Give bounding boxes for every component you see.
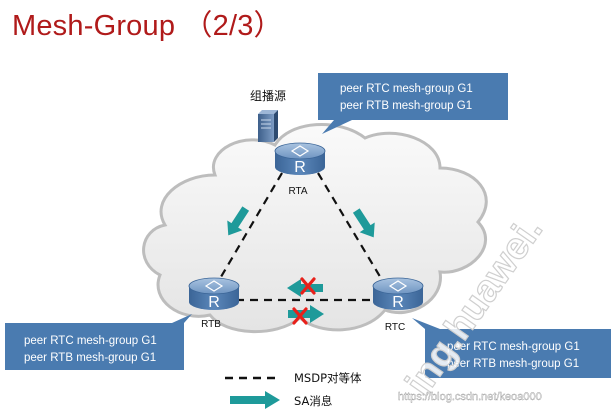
legend-sa-label: SA消息 (294, 394, 332, 408)
callout-rtb-line-1: peer RTC mesh-group G1 (24, 335, 157, 347)
source-label: 组播源 (250, 89, 286, 103)
legend: MSDP对等体 SA消息 (225, 371, 362, 409)
callout-rtb-line-2: peer RTB mesh-group G1 (24, 352, 156, 364)
blocked-x-icon (292, 307, 308, 325)
callout-rtc-line-1: peer RTC mesh-group G1 (447, 341, 580, 353)
peer-link-rta-rtb (217, 172, 283, 283)
legend-peer-label: MSDP对等体 (294, 371, 362, 385)
peer-link-rta-rtc (317, 172, 383, 281)
callout-rtc: peer RTC mesh-group G1 peer RTB mesh-gro… (412, 318, 611, 378)
router-label-rtb: RTB (201, 319, 221, 330)
sa-arrows (227, 206, 375, 323)
sa-arrow-rta-to-rtc (352, 208, 375, 238)
callout-rtb: peer RTC mesh-group G1 peer RTB mesh-gro… (5, 314, 192, 370)
callout-rta-line-2: peer RTB mesh-group G1 (340, 100, 472, 112)
multicast-source-server-icon (258, 110, 278, 142)
router-icon-letter: R (392, 294, 404, 311)
router-label-rta: RTA (288, 186, 307, 197)
blocked-x-icon (300, 277, 316, 295)
peer-links (217, 172, 383, 302)
router-rtb: R (188, 277, 240, 311)
callout-rta: peer RTC mesh-group G1 peer RTB mesh-gro… (318, 73, 508, 134)
router-rta: R (274, 142, 326, 176)
legend-sa-arrow-icon (230, 391, 280, 409)
sa-arrow-rta-to-rtb (227, 206, 250, 236)
page-title: Mesh-Group （2/3） (12, 10, 283, 42)
watermark-blog: https://blog.csdn.net/keoa000 (398, 391, 542, 403)
router-icon-letter: R (294, 159, 306, 176)
callout-rtc-line-2: peer RTB mesh-group G1 (447, 358, 579, 370)
router-label-rtc: RTC (385, 322, 405, 333)
blocked-marks (292, 277, 316, 325)
router-rtc: R (372, 277, 424, 311)
sa-arrow-rtb-to-rtc (288, 305, 324, 323)
router-icon-letter: R (208, 294, 220, 311)
callout-rta-line-1: peer RTC mesh-group G1 (340, 83, 473, 95)
